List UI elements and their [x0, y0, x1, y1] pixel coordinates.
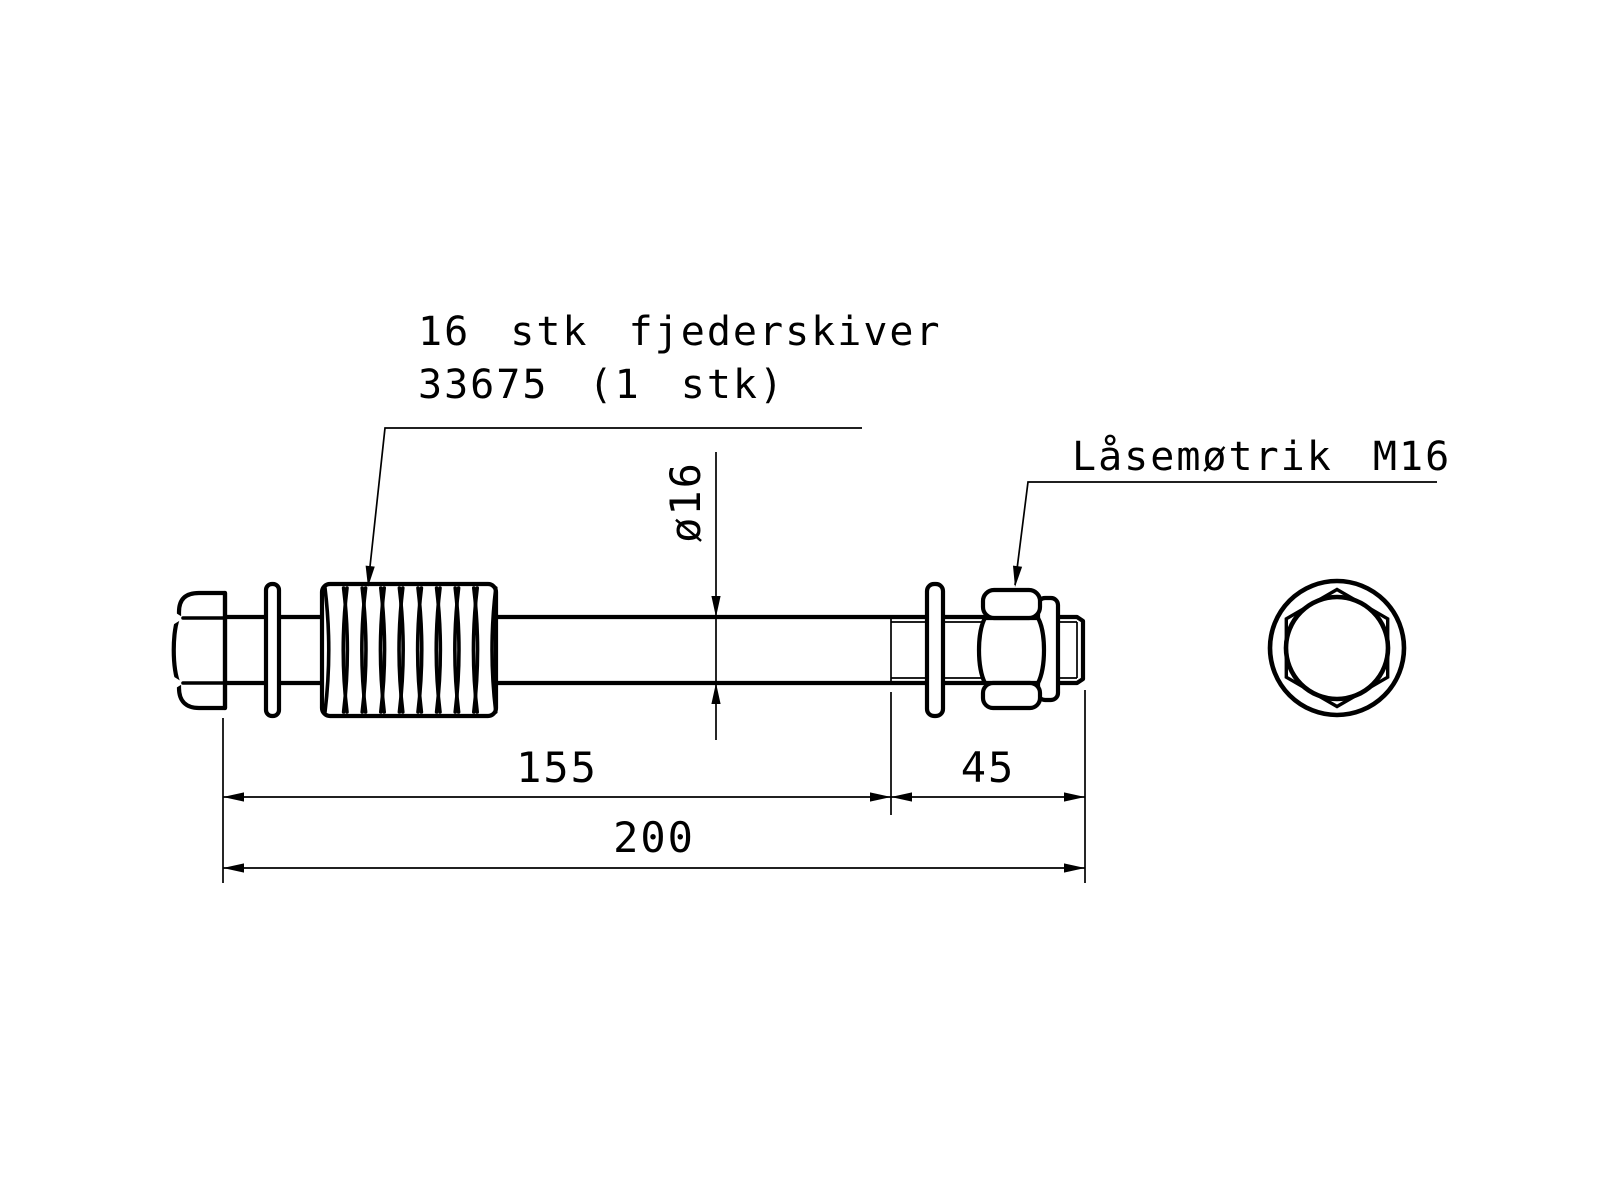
- leader-spring-washers: [367, 427, 862, 586]
- hex-head-facet-lines: [181, 616, 225, 685]
- extension-lines: [222, 690, 1086, 883]
- dim-text-200: 200: [613, 813, 695, 862]
- nut-end-view: [1267, 578, 1407, 718]
- dim-text-155: 155: [516, 743, 598, 792]
- leader-arrowhead: [1012, 565, 1023, 587]
- end-view-inner-circle: [1283, 594, 1391, 702]
- arrowhead: [711, 683, 721, 704]
- spring-washer-curve: [416, 586, 424, 714]
- lock-nut-top-band: [980, 587, 1043, 621]
- thread-stub: [1055, 614, 1086, 686]
- arrowhead: [1064, 863, 1085, 873]
- dimensions: 155 45 200 ø16: [222, 452, 1086, 883]
- arrowhead: [223, 792, 244, 802]
- spring-washer-curve: [360, 586, 368, 714]
- flat-washer-right: [924, 581, 946, 719]
- end-view-outer-circle: [1267, 578, 1407, 718]
- hex-head-facet-notch-top: [171, 610, 184, 626]
- hex-head-facet-notch-bottom: [171, 675, 184, 691]
- spring-washer-curve: [341, 586, 350, 714]
- callout-spring-washers-line2: 33675 (1 stk): [418, 362, 785, 408]
- spring-washer-curve: [472, 586, 480, 714]
- leader-arrowhead: [365, 565, 375, 587]
- hex-bolt-head: [171, 590, 228, 711]
- spring-washer-curve: [397, 586, 405, 714]
- bolt-side-view: [171, 581, 1086, 719]
- lock-nut-middle-band: [976, 615, 1047, 686]
- callout-spring-washers-line1: 16 stk fjederskiver: [418, 309, 942, 355]
- leader-lock-nut: [1014, 481, 1437, 586]
- callouts: 16 stk fjederskiver 33675 (1 stk) Låsemø…: [365, 309, 1451, 587]
- spring-washer-curve: [379, 586, 387, 714]
- spring-washer-curves: [323, 586, 498, 714]
- arrowhead: [711, 596, 721, 617]
- bolt-shaft: [222, 614, 986, 686]
- dim-text-45: 45: [961, 743, 1016, 792]
- arrowhead: [870, 792, 891, 802]
- spring-washer-curve: [453, 586, 461, 714]
- arrowhead: [891, 792, 912, 802]
- spring-washer-curve: [490, 586, 498, 714]
- end-view-hexagon: [1284, 587, 1390, 709]
- arrowhead: [1064, 792, 1085, 802]
- thread-lines: [890, 618, 1078, 682]
- flat-washer-left: [263, 581, 282, 719]
- dim-text-diameter: ø16: [661, 461, 710, 543]
- arrowhead: [223, 863, 244, 873]
- callout-lock-nut: Låsemøtrik M16: [1072, 434, 1451, 480]
- lock-nut-bottom-band: [980, 680, 1043, 711]
- spring-washer-curve: [434, 586, 443, 714]
- spring-washer-curve: [323, 586, 331, 714]
